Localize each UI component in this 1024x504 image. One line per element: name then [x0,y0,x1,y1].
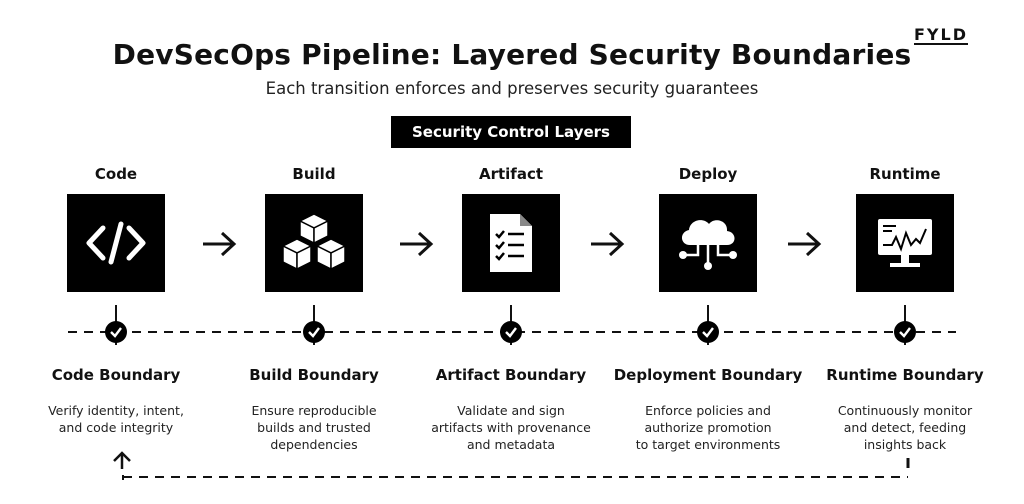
desc-line: and metadata [466,437,556,452]
check-icon [500,321,522,343]
stage-title-code: Code [94,165,138,183]
check-icon [105,321,127,343]
desc-line: Verify identity, intent, [48,403,184,418]
boundary-desc-build: Ensure reproducible builds and trusted d… [214,402,414,453]
check-icon [303,321,325,343]
stage-tile-deploy [659,194,757,292]
check-icon [697,321,719,343]
page-subtitle: Each transition enforces and preserves s… [265,79,759,98]
desc-line: Validate and sign [457,403,565,418]
arrow-right-icon [203,231,237,257]
boundary-title-code: Code Boundary [51,366,181,384]
stage-title-build: Build [292,165,336,183]
stage-tile-build [265,194,363,292]
desc-line: insights back [863,437,947,452]
boundary-title-deploy: Deployment Boundary [613,366,803,384]
desc-line: Ensure reproducible [251,403,377,418]
desc-line: dependencies [270,437,358,452]
desc-line: builds and trusted [257,420,371,435]
stage-tile-runtime [856,194,954,292]
monitor-graph-icon [878,219,932,267]
desc-line: artifacts with provenance [431,420,591,435]
desc-line: and detect, feeding [843,420,967,435]
cubes-icon [281,213,347,271]
boundary-desc-code: Verify identity, intent, and code integr… [16,402,216,436]
desc-line: to target environments [635,437,781,452]
check-icon [894,321,916,343]
code-icon [86,221,146,265]
page-title: DevSecOps Pipeline: Layered Security Bou… [112,38,912,71]
boundary-title-build: Build Boundary [249,366,379,384]
desc-line: Continuously monitor [837,403,973,418]
desc-line: Enforce policies and [645,403,771,418]
feedback-arrow-up-icon [113,451,131,469]
arrow-right-icon [591,231,625,257]
feedback-loop-line [122,458,910,480]
stage-title-artifact: Artifact [478,165,544,183]
arrow-right-icon [400,231,434,257]
stage-title-runtime: Runtime [869,165,941,183]
desc-line: and code integrity [58,420,174,435]
stage-title-deploy: Deploy [678,165,738,183]
security-layers-badge: Security Control Layers [391,116,631,148]
stage-tile-code [67,194,165,292]
checklist-document-icon [490,214,532,272]
arrow-right-icon [788,231,822,257]
boundary-desc-artifact: Validate and sign artifacts with provena… [411,402,611,453]
desc-line: authorize promotion [644,420,772,435]
boundary-title-runtime: Runtime Boundary [826,366,984,384]
boundary-dashed-line [68,331,956,333]
boundary-desc-deploy: Enforce policies and authorize promotion… [608,402,808,453]
brand-logo: FYLD [914,25,968,45]
cloud-network-icon [679,220,737,270]
boundary-desc-runtime: Continuously monitor and detect, feeding… [805,402,1005,453]
stage-tile-artifact [462,194,560,292]
boundary-title-artifact: Artifact Boundary [435,366,587,384]
